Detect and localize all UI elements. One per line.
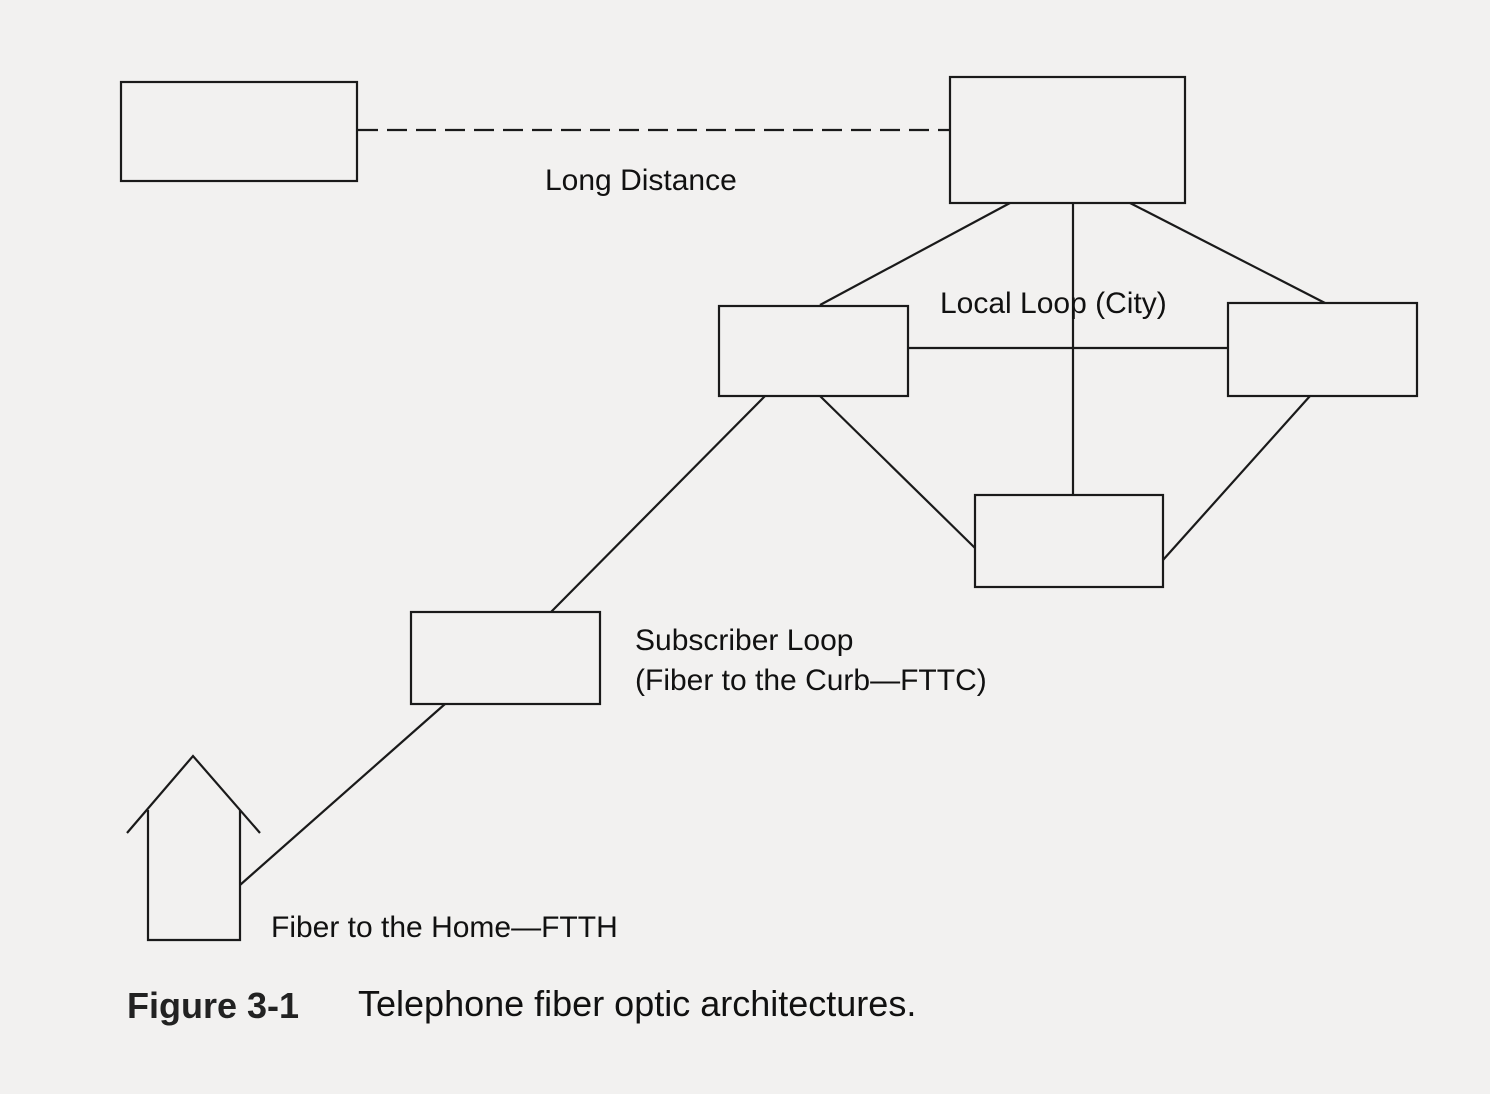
subscriber-loop-label: Subscriber Loop: [635, 624, 853, 657]
local-loop-bottom-node: [973, 493, 1165, 589]
home-icon: [126, 754, 261, 942]
figure-caption: Telephone fiber optic architectures.: [358, 983, 916, 1024]
curb-node: [409, 610, 602, 706]
figure-number: Figure 3-1: [127, 985, 299, 1026]
local-loop-right-node: [1226, 301, 1419, 398]
fttc-label: (Fiber to the Curb—FTTC): [635, 664, 987, 697]
local-loop-label: Local Loop (City): [940, 287, 1167, 320]
ftth-label: Fiber to the Home—FTTH: [271, 911, 618, 944]
link-local-left-to-curb: [550, 395, 766, 613]
link-curb-to-home: [239, 703, 446, 886]
link-local-left-to-bottom: [819, 395, 976, 549]
long-distance-office-left: [119, 80, 359, 183]
link-office-to-local-right: [1129, 202, 1326, 304]
local-loop-left-node: [717, 304, 910, 398]
long-distance-office-right: [948, 75, 1187, 205]
long-distance-label: Long Distance: [545, 164, 737, 197]
link-local-right-to-bottom: [1162, 395, 1311, 561]
link-office-to-local-left: [819, 202, 1011, 306]
